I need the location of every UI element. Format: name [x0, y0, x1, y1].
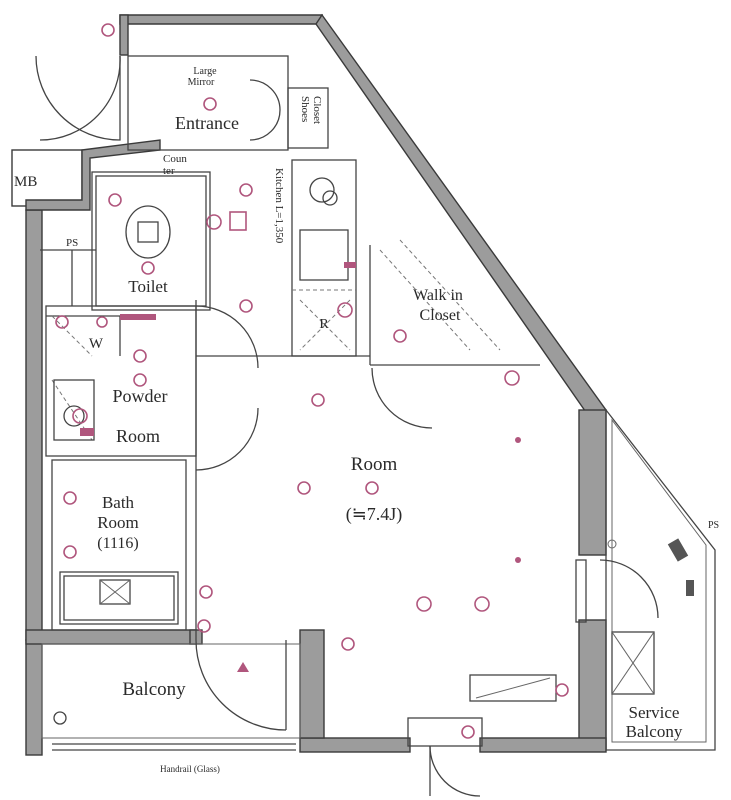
room-label: Room: [351, 454, 398, 475]
large-mirror-label-2: Mirror: [188, 77, 215, 88]
service-balcony-label-2: Balcony: [626, 722, 683, 741]
walk-in-closet-label: Walk in: [413, 287, 463, 304]
shoes-closet-label-2: Closet: [311, 96, 323, 124]
bath-room-label: Bath: [102, 493, 135, 512]
stove-burner: [309, 177, 335, 203]
entrance-label: Entrance: [175, 113, 239, 133]
walk-in-closet-label-2: Closet: [420, 307, 461, 324]
wall-mb-frame: [25, 139, 161, 211]
kitchen-label: Kitchen L=1,350: [273, 168, 285, 244]
room-size-label: (≒7.4J): [346, 504, 403, 525]
wall-balcony-divider: [299, 629, 325, 739]
wall-top: [119, 14, 324, 25]
ps-label-right: PS: [708, 520, 719, 531]
washbasin: [53, 379, 95, 441]
shoes-closet-label: Shoes: [299, 96, 311, 122]
bath-size-label: (1116): [97, 535, 138, 552]
w-label: W: [89, 336, 104, 352]
wall-room-right: [578, 409, 607, 556]
ps-label-left: PS: [66, 237, 78, 249]
counter-label: Coun: [163, 153, 187, 165]
wall-diagonal: [315, 13, 608, 419]
r-label: R: [319, 317, 329, 332]
balcony-label: Balcony: [122, 679, 186, 700]
large-mirror-label: Large: [193, 66, 217, 77]
toilet-bowl: [125, 205, 171, 259]
wall-left: [25, 209, 43, 641]
wall-entrance-left: [119, 14, 129, 56]
powder-room-label: Powder: [113, 386, 168, 406]
counter-label-2: ter: [163, 165, 175, 177]
wall-room-bottom-right: [479, 737, 607, 753]
door-swings: [35, 55, 659, 797]
kitchen-sink: [299, 229, 349, 281]
wall-bath-bottom: [25, 629, 197, 645]
service-balcony-label: Service: [629, 703, 680, 722]
mb-label: MB: [14, 174, 37, 190]
room-labels: Large Mirror Entrance Shoes Closet Coun …: [14, 66, 719, 774]
exterior-walls: [11, 13, 608, 756]
fixtures: [53, 177, 349, 605]
handrail-label: Handrail (Glass): [160, 764, 220, 774]
wall-room-bottom: [299, 737, 411, 753]
bath-room-label-2: Room: [97, 513, 139, 532]
toilet-label: Toilet: [128, 277, 168, 296]
bathtub: [99, 579, 131, 605]
wall-room-right-lower: [578, 619, 607, 751]
powder-room-label-2: Room: [116, 426, 160, 446]
electrical-symbols: [55, 23, 694, 739]
wall-left-lower: [25, 639, 43, 756]
